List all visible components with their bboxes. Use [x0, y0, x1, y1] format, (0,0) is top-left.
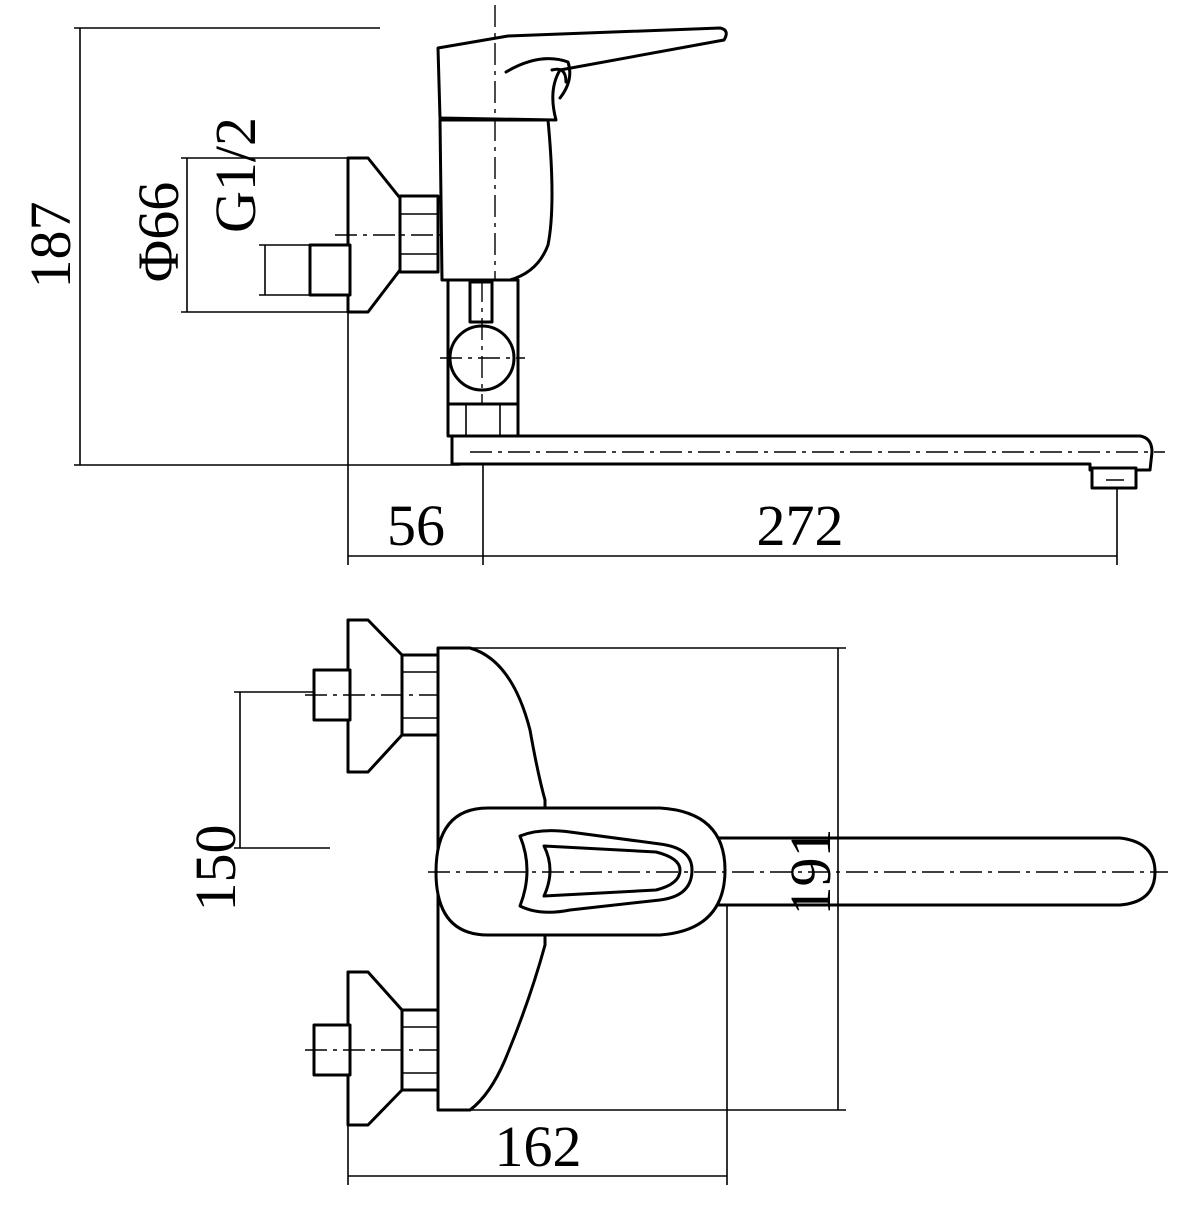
height-dimension-label: 187 [18, 202, 83, 289]
mixer-body [438, 118, 554, 282]
spout [450, 434, 1154, 472]
height-dimension: 187 [18, 27, 460, 466]
lever-handle [436, 26, 728, 122]
swivel-ring [446, 402, 520, 438]
plan-view: 150 [183, 618, 1168, 1185]
inlet-spacing-label: 150 [183, 825, 248, 912]
body-width-label: 162 [495, 1114, 582, 1179]
wall-offset-dimension: 56 [347, 312, 484, 565]
upper-inlet-assembly [305, 618, 450, 774]
thread-label: G1/2 [203, 117, 268, 233]
flange-diameter-label: Φ66 [126, 182, 191, 282]
aerator [1090, 466, 1138, 490]
hex-nut [398, 194, 440, 274]
inlet-pipe [308, 243, 352, 297]
inlet-spacing-dimension: 150 [183, 691, 330, 912]
flange-diameter-dimension: Φ66 [126, 157, 350, 313]
spout-reach-dimension: 272 [483, 488, 1118, 565]
body-depth-label: 191 [778, 829, 843, 916]
body-depth-dimension: 191 [470, 647, 846, 1111]
spout-reach-label: 272 [757, 493, 844, 558]
wall-offset-label: 56 [387, 493, 445, 558]
lower-inlet-assembly [305, 970, 460, 1127]
body-width-dimension: 162 [347, 905, 728, 1185]
side-elevation-view: 187 Φ66 G1/2 [18, 5, 1165, 565]
